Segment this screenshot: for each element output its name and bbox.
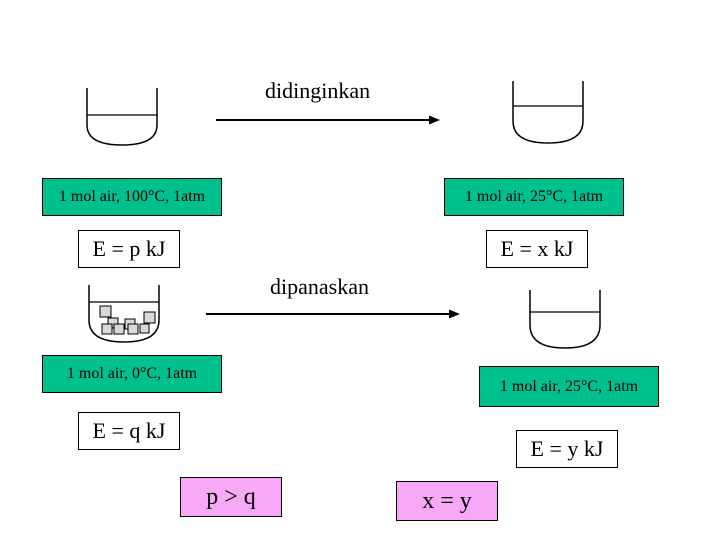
energy-box-y: E = y kJ — [516, 430, 618, 468]
process-label-heating: dipanaskan — [270, 274, 369, 299]
state-box-warm-water-top: 1 mol air, 25°C, 1atm — [444, 178, 624, 216]
arrow-heating — [206, 309, 460, 319]
arrow-cooling — [216, 115, 440, 125]
ice-cubes-icon — [99, 305, 156, 335]
result-box-p-greater-q: p > q — [180, 477, 282, 517]
beaker-hot-water — [86, 88, 158, 146]
energy-box-p: E = p kJ — [78, 230, 180, 268]
state-box-warm-water-bottom: 1 mol air, 25°C, 1atm — [479, 366, 659, 407]
process-label-cooling: didinginkan — [265, 78, 371, 103]
state-box-hot-water: 1 mol air, 100°C, 1atm — [42, 178, 222, 216]
result-box-x-equals-y: x = y — [396, 481, 498, 521]
beaker-warm-water-bottom — [529, 290, 601, 349]
beaker-ice — [88, 285, 160, 343]
state-box-ice: 1 mol air, 0°C, 1atm — [42, 355, 222, 393]
beaker-warm-water-top — [512, 81, 584, 144]
energy-box-x: E = x kJ — [486, 230, 588, 268]
energy-box-q: E = q kJ — [78, 412, 180, 450]
